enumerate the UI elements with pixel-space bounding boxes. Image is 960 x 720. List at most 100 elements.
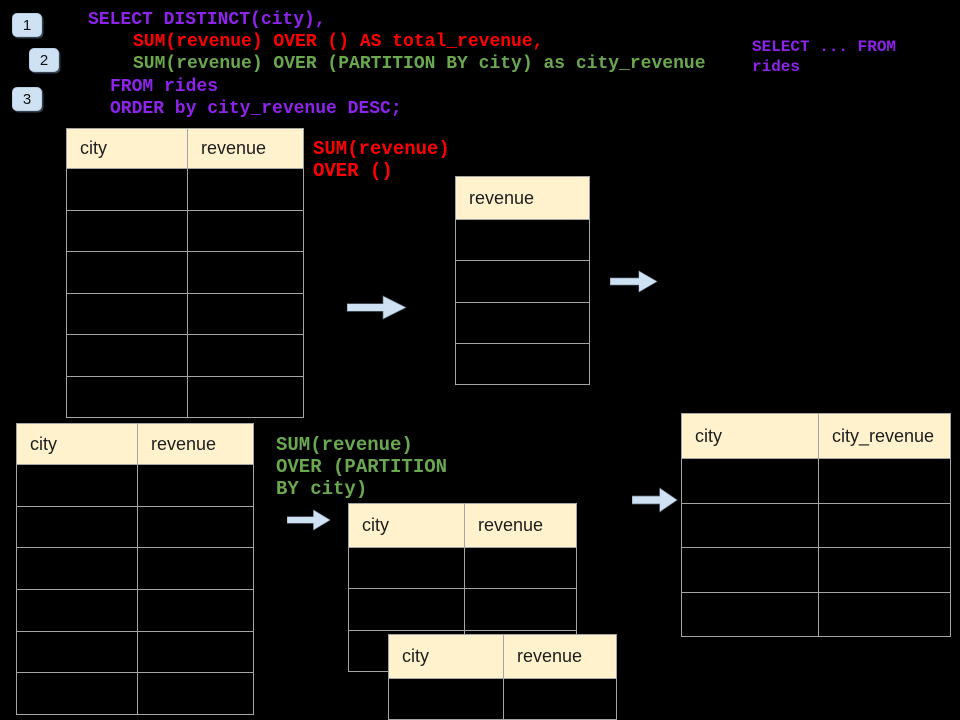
column-header: city — [80, 138, 107, 158]
column-header: revenue — [464, 504, 576, 547]
column-header: revenue — [503, 635, 616, 678]
table-cell — [818, 503, 950, 547]
table-header-row: city revenue — [67, 129, 303, 168]
table-cell — [187, 169, 303, 210]
corner-code-line: SELECT ... FROM — [752, 38, 897, 56]
table-cell — [682, 504, 818, 548]
table-cell — [456, 261, 589, 301]
column-header: city — [30, 433, 57, 454]
sql-code-line: FROM rides — [110, 77, 219, 97]
table-total-revenue: revenue — [455, 176, 590, 386]
table-cell — [137, 548, 253, 590]
table-row — [17, 547, 253, 590]
table-cell — [187, 210, 303, 251]
table-row — [456, 219, 589, 260]
table-partition-upper: city revenue — [348, 503, 577, 672]
table-row — [456, 342, 589, 384]
table-cell — [67, 377, 187, 418]
table-row — [17, 589, 253, 631]
column-header: city — [362, 515, 389, 535]
annotation-partition: BY city) — [276, 478, 368, 500]
table-cell — [17, 590, 137, 631]
table-row — [67, 375, 303, 418]
column-header: city — [402, 646, 429, 666]
sql-code-line: SELECT DISTINCT(city), — [88, 10, 326, 30]
sql-code-line: SUM(revenue) OVER () AS total_revenue, — [133, 32, 544, 52]
table-cell — [503, 679, 616, 719]
table-cell — [349, 548, 464, 588]
table-cell — [818, 459, 950, 503]
column-header: revenue — [469, 187, 535, 208]
table-cell — [464, 589, 576, 630]
table-cell — [682, 459, 818, 503]
sql-code-line: ORDER by city_revenue DESC; — [110, 99, 402, 119]
table-row — [682, 458, 950, 503]
table-partition-lower: city revenue — [388, 634, 617, 720]
table-cell — [67, 211, 187, 252]
table-cell — [682, 593, 818, 637]
annotation-partition: SUM(revenue) — [276, 434, 413, 456]
table-row — [67, 168, 303, 210]
table-city-revenue-result: city city_revenue — [681, 413, 951, 637]
table-cell — [456, 303, 589, 343]
table-cell — [67, 294, 187, 335]
table-cell — [187, 376, 303, 417]
column-header: city_revenue — [818, 414, 950, 458]
annotation-partition: OVER (PARTITION — [276, 456, 448, 478]
table-row — [456, 301, 589, 343]
table-row — [389, 678, 616, 719]
table-cell — [17, 632, 137, 673]
table-row — [17, 505, 253, 548]
table-cell — [137, 631, 253, 673]
table-row — [682, 591, 950, 637]
column-header: revenue — [187, 129, 303, 168]
table-cell — [137, 506, 253, 548]
table-row — [682, 547, 950, 592]
step-badge-1: 1 — [12, 13, 42, 37]
step-badge-2: 2 — [29, 48, 59, 72]
column-header: city — [695, 425, 722, 446]
table-header-row: revenue — [456, 177, 589, 219]
table-header-row: city city_revenue — [682, 414, 950, 458]
arrow-right-icon — [632, 487, 678, 513]
arrow-right-icon — [287, 509, 331, 531]
annotation-total-revenue: OVER () — [313, 160, 393, 182]
table-row — [17, 672, 253, 715]
table-row — [17, 464, 253, 506]
table-cell — [349, 589, 464, 629]
table-cell — [137, 590, 253, 631]
table-cell — [464, 548, 576, 589]
table-cell — [17, 673, 137, 714]
table-cell — [456, 344, 589, 384]
table-row — [456, 260, 589, 301]
table-cell — [187, 252, 303, 293]
table-row — [67, 251, 303, 293]
table-row — [67, 334, 303, 376]
table-cell — [187, 335, 303, 376]
table-row — [682, 502, 950, 548]
table-row — [349, 547, 576, 589]
table-rides-source: city revenue — [66, 128, 304, 418]
table-cell — [389, 679, 503, 719]
table-row — [17, 630, 253, 673]
table-header-row: city revenue — [349, 504, 576, 547]
table-cell — [137, 673, 253, 715]
table-row — [349, 588, 576, 630]
table-cell — [818, 592, 950, 636]
table-header-row: city revenue — [389, 635, 616, 678]
table-cell — [67, 169, 187, 210]
step-badge-3: 3 — [12, 87, 42, 111]
corner-code-line: rides — [752, 58, 801, 76]
table-row — [67, 209, 303, 252]
table-cell — [137, 465, 253, 506]
arrow-right-icon — [347, 295, 407, 320]
table-cell — [682, 548, 818, 592]
arrow-right-icon — [610, 270, 658, 293]
annotation-total-revenue: SUM(revenue) — [313, 138, 450, 160]
table-cell — [17, 465, 137, 506]
table-cell — [67, 252, 187, 293]
table-cell — [187, 293, 303, 334]
